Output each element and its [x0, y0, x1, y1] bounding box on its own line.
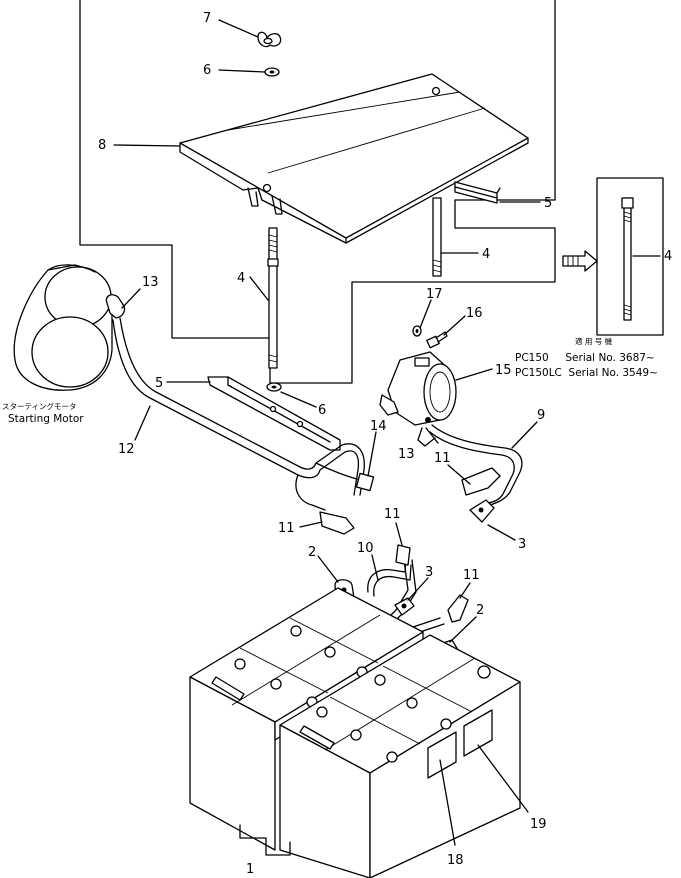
washer-bottom — [266, 382, 282, 392]
callout-4-mid: 4 — [482, 247, 490, 262]
starting-motor-label-jp: スターティングモータ — [2, 401, 77, 411]
callout-19: 19 — [530, 817, 547, 832]
leader-lines — [113, 19, 661, 856]
callout-13-motor: 13 — [142, 275, 159, 290]
callout-1: 1 — [246, 862, 254, 877]
callout-6-top: 6 — [203, 63, 211, 78]
applicability-title: 適 用 号 機 — [575, 336, 613, 346]
hold-down-rod-detail — [621, 197, 634, 321]
cover-bracket-upper — [454, 181, 501, 204]
callout-7: 7 — [203, 11, 211, 26]
callout-9: 9 — [537, 408, 545, 423]
hold-down-rod-middle — [432, 197, 442, 277]
washer-top — [264, 67, 280, 77]
battery-bracket-lower — [207, 376, 341, 451]
caution-label-18 — [427, 731, 457, 779]
callout-14: 14 — [370, 419, 387, 434]
cable-terminal-cover-left — [319, 511, 355, 535]
callout-4-detail: 4 — [664, 249, 672, 264]
applicability-row-2: PC150LC Serial No. 3549~ — [515, 367, 658, 379]
starting-motor — [13, 264, 113, 391]
battery-relay — [379, 351, 457, 426]
callout-4-left: 4 — [237, 271, 245, 286]
callout-5-top: 5 — [544, 196, 552, 211]
callout-17: 17 — [426, 287, 443, 302]
cable-terminal-cover-front — [447, 594, 469, 623]
terminal-clamp-3-right — [469, 499, 495, 523]
callout-13-relay: 13 — [398, 447, 415, 462]
terminal-clamp-3-mid — [394, 597, 415, 616]
cable-terminal-cover-right — [461, 467, 501, 496]
callout-11-left: 11 — [278, 521, 295, 536]
applicability-note: 適 用 号 機 PC150 Serial No. 3687~ PC150LC S… — [515, 336, 658, 379]
callout-8: 8 — [98, 138, 106, 153]
hold-down-rod-left — [267, 227, 279, 369]
callout-numbers: 7 6 8 5 4 4 4 13 5 6 12 14 17 16 15 9 13… — [98, 11, 672, 877]
callout-3-right: 3 — [518, 537, 526, 552]
cable-terminal-cover-mid — [395, 544, 411, 566]
starting-motor-label: スターティングモータ Starting Motor — [2, 401, 84, 425]
callout-6-lower: 6 — [318, 403, 326, 418]
callout-10: 10 — [357, 541, 374, 556]
callout-5-lower: 5 — [155, 376, 163, 391]
caution-label-19 — [463, 709, 493, 757]
callout-11-right: 11 — [434, 451, 451, 466]
callout-11-front: 11 — [463, 568, 480, 583]
motor-cable — [112, 317, 365, 511]
starting-motor-label-en: Starting Motor — [8, 413, 84, 425]
relay-washer — [412, 325, 422, 337]
clamp-14 — [355, 472, 375, 492]
battery-cover — [179, 73, 529, 244]
detail-arrow — [562, 250, 598, 272]
callout-3-mid: 3 — [425, 565, 433, 580]
callout-2-right: 2 — [476, 603, 484, 618]
callout-16: 16 — [466, 306, 483, 321]
rod-detail-frame — [596, 177, 664, 336]
callout-11-mid: 11 — [384, 507, 401, 522]
callout-12: 12 — [118, 442, 135, 457]
relay-battery-cable — [417, 424, 523, 506]
applicability-row-1: PC150 Serial No. 3687~ — [515, 352, 655, 364]
callout-2-left: 2 — [308, 545, 316, 560]
callout-15: 15 — [495, 363, 512, 378]
cover-group-frame — [79, 0, 556, 384]
callout-18: 18 — [447, 853, 464, 868]
wing-nut — [257, 31, 282, 48]
